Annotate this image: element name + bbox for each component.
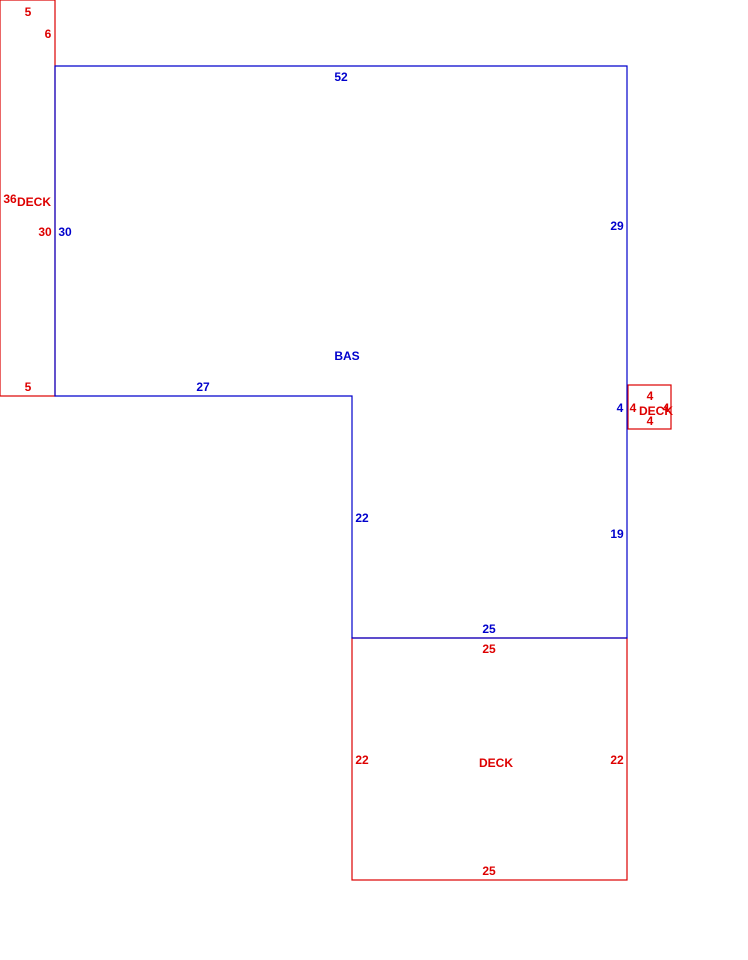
deck-bottom-dim-top: 25 xyxy=(482,642,496,656)
deck-right-dim-right: 4 xyxy=(663,401,670,415)
bas-dim-right-small: 4 xyxy=(617,401,624,415)
bas-dim-step-side: 22 xyxy=(355,511,369,525)
deck-left-label: DECK xyxy=(17,195,51,209)
bas-dim-step-bottom: 27 xyxy=(196,380,210,394)
deck-left-dim-right: 30 xyxy=(38,225,52,239)
deck-left-dim-right-top: 6 xyxy=(45,27,52,41)
bas-label: BAS xyxy=(334,349,359,363)
bas-dim-left: 30 xyxy=(58,225,72,239)
bas-outline xyxy=(54,65,628,639)
bas-area: 52 30 29 BAS 27 4 22 19 25 xyxy=(54,65,628,639)
deck-right-dim-top: 4 xyxy=(647,389,654,403)
bas-dim-right-lower: 19 xyxy=(610,527,624,541)
bas-dim-right-upper: 29 xyxy=(610,219,624,233)
deck-bottom-dim-right: 22 xyxy=(610,753,624,767)
deck-left: 5 6 36 DECK 30 5 xyxy=(0,0,56,397)
deck-right-label: DECK xyxy=(639,404,673,418)
deck-bottom: 25 22 DECK 22 25 xyxy=(351,637,628,881)
deck-right-dim-bottom: 4 xyxy=(647,414,654,428)
deck-right-dim-left: 4 xyxy=(630,401,637,415)
deck-left-dim-bottom: 5 xyxy=(25,380,32,394)
deck-bottom-label: DECK xyxy=(479,756,513,770)
bas-dim-top: 52 xyxy=(334,70,348,84)
deck-bottom-dim-bottom: 25 xyxy=(482,864,496,878)
bas-dim-bottom: 25 xyxy=(482,622,496,636)
deck-left-dim-left: 36 xyxy=(3,192,17,206)
deck-right: 4 4 4 DECK 4 xyxy=(627,384,673,430)
deck-right-outline xyxy=(627,384,672,430)
deck-left-dim-top: 5 xyxy=(25,5,32,19)
deck-bottom-dim-left: 22 xyxy=(355,753,369,767)
